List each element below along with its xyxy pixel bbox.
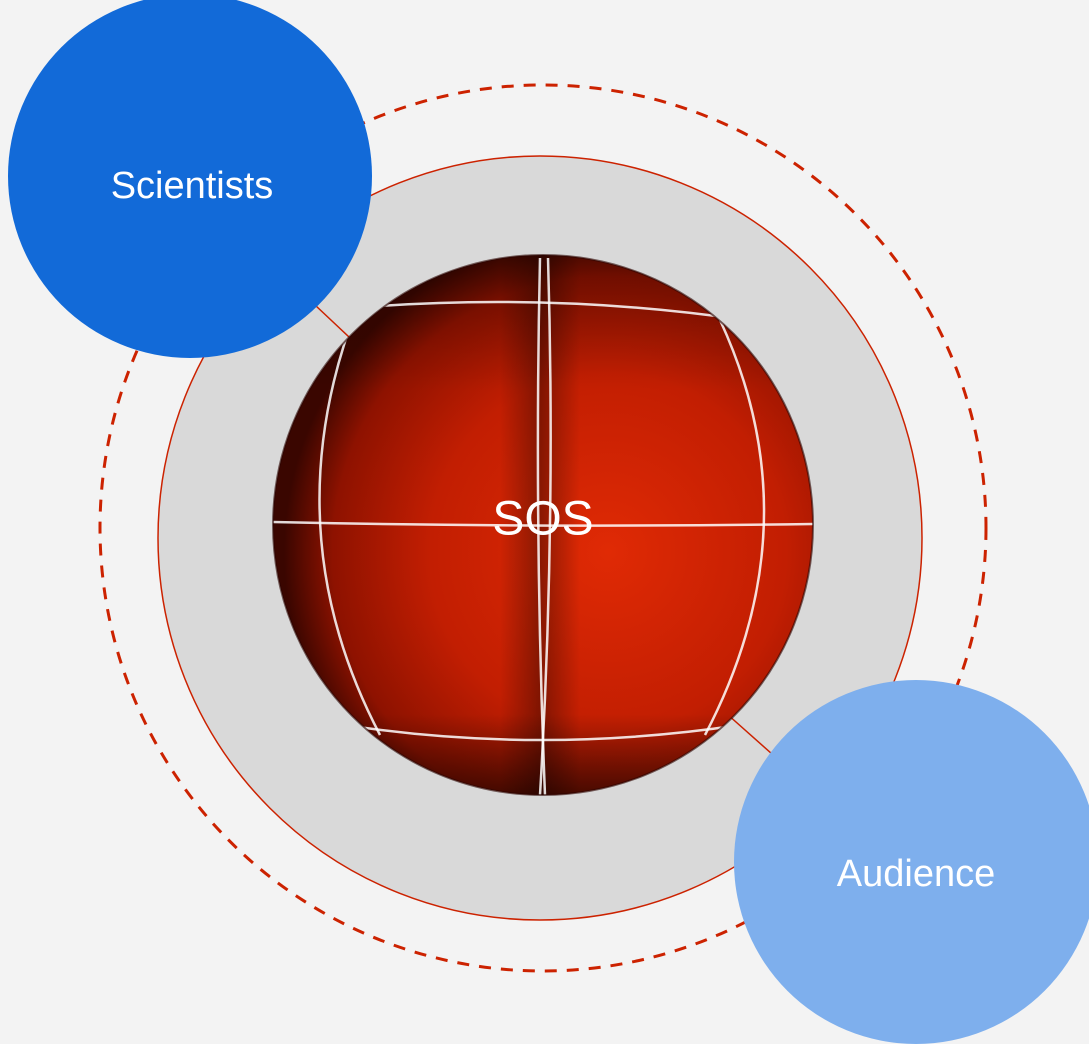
node-audience: Audience <box>734 680 1089 1044</box>
outer-orbit-ring <box>98 83 988 973</box>
node-scientists: Scientists <box>8 0 372 358</box>
node-audience-label: Audience <box>837 853 995 895</box>
node-scientists-label: Scientists <box>111 165 274 207</box>
sos-label: SOS <box>492 493 593 546</box>
sos-sphere <box>272 254 814 796</box>
